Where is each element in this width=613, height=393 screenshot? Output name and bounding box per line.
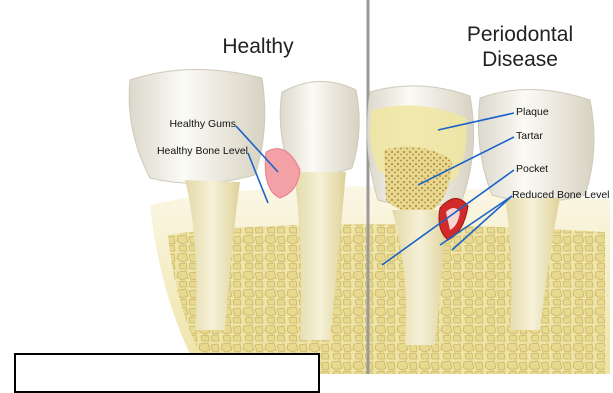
label-pocket: Pocket: [516, 163, 548, 176]
label-plaque: Plaque: [516, 106, 549, 119]
periodontal-disease-title: Periodontal Disease: [440, 22, 600, 72]
label-tartar: Tartar: [516, 130, 543, 143]
title-line-2: Disease: [440, 47, 600, 72]
title-line-1: Periodontal: [440, 22, 600, 47]
label-healthy-bone-level: Healthy Bone Level: [100, 145, 248, 158]
healthy-title: Healthy: [178, 34, 338, 59]
label-healthy-gums: Healthy Gums: [120, 118, 236, 131]
periodontal-diagram: Healthy Periodontal Disease Healthy Gums…: [0, 0, 613, 374]
empty-caption-box: [14, 353, 320, 393]
label-reduced-bone-level: Reduced Bone Level: [512, 189, 610, 202]
